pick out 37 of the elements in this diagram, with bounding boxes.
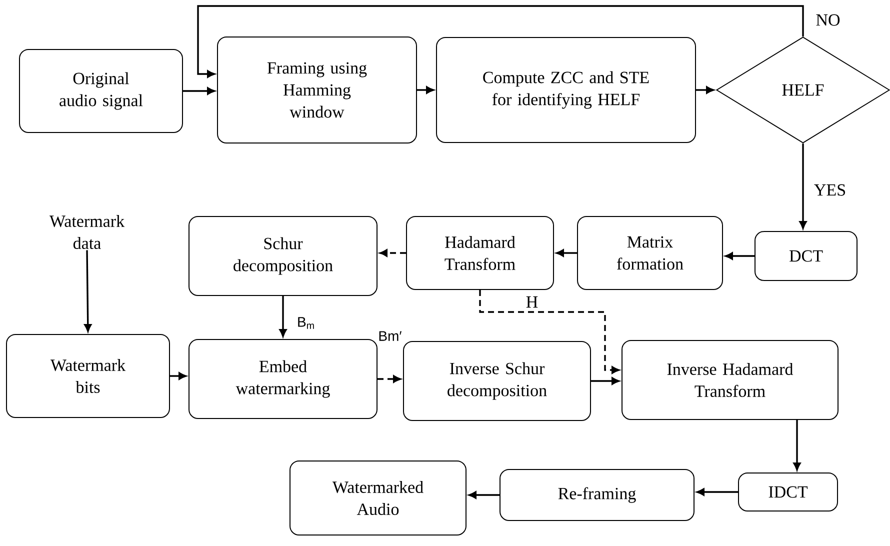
process-box: Matrix formation	[577, 216, 723, 290]
arrow	[479, 290, 620, 374]
process-box: IDCT	[738, 472, 838, 512]
process-box: Schur decomposition	[188, 216, 378, 296]
arrow	[696, 86, 714, 94]
process-box: Embed watermarking	[188, 339, 378, 419]
arrow	[696, 488, 738, 496]
process-box: Original audio signal	[19, 49, 183, 133]
arrow	[556, 249, 577, 257]
arrow	[170, 372, 186, 380]
arrow	[380, 249, 406, 257]
process-box: Hadamard Transform	[406, 216, 554, 290]
arrow	[378, 375, 401, 383]
process-box: Re-framing	[500, 469, 695, 521]
arrow	[799, 144, 807, 229]
arrow	[279, 296, 287, 337]
edge-label: NO	[814, 13, 842, 27]
edge-label: H	[524, 295, 540, 309]
edge-label: Bm′	[377, 330, 403, 342]
arrow	[417, 86, 434, 94]
process-box: Inverse Schur decomposition	[403, 341, 591, 421]
arrow	[591, 377, 620, 385]
process-box: Watermarked Audio	[290, 460, 466, 536]
arrow	[197, 5, 804, 78]
process-box: DCT	[754, 231, 858, 281]
process-box: Compute ZCC and STE for identifying HELF	[436, 37, 696, 143]
edge-label: B$_{m}$	[296, 316, 316, 330]
process-box: Inverse Hadamard Transform	[622, 340, 838, 420]
arrow	[183, 87, 215, 95]
process-box: Watermark bits	[6, 334, 170, 418]
arrow	[468, 491, 500, 499]
edge-label: YES	[812, 183, 848, 197]
arrow	[793, 420, 801, 470]
process-box: Framing using Hamming window	[217, 36, 417, 144]
arrow	[84, 250, 92, 332]
input-label: Watermark data	[49, 215, 125, 249]
arrow	[725, 252, 755, 260]
